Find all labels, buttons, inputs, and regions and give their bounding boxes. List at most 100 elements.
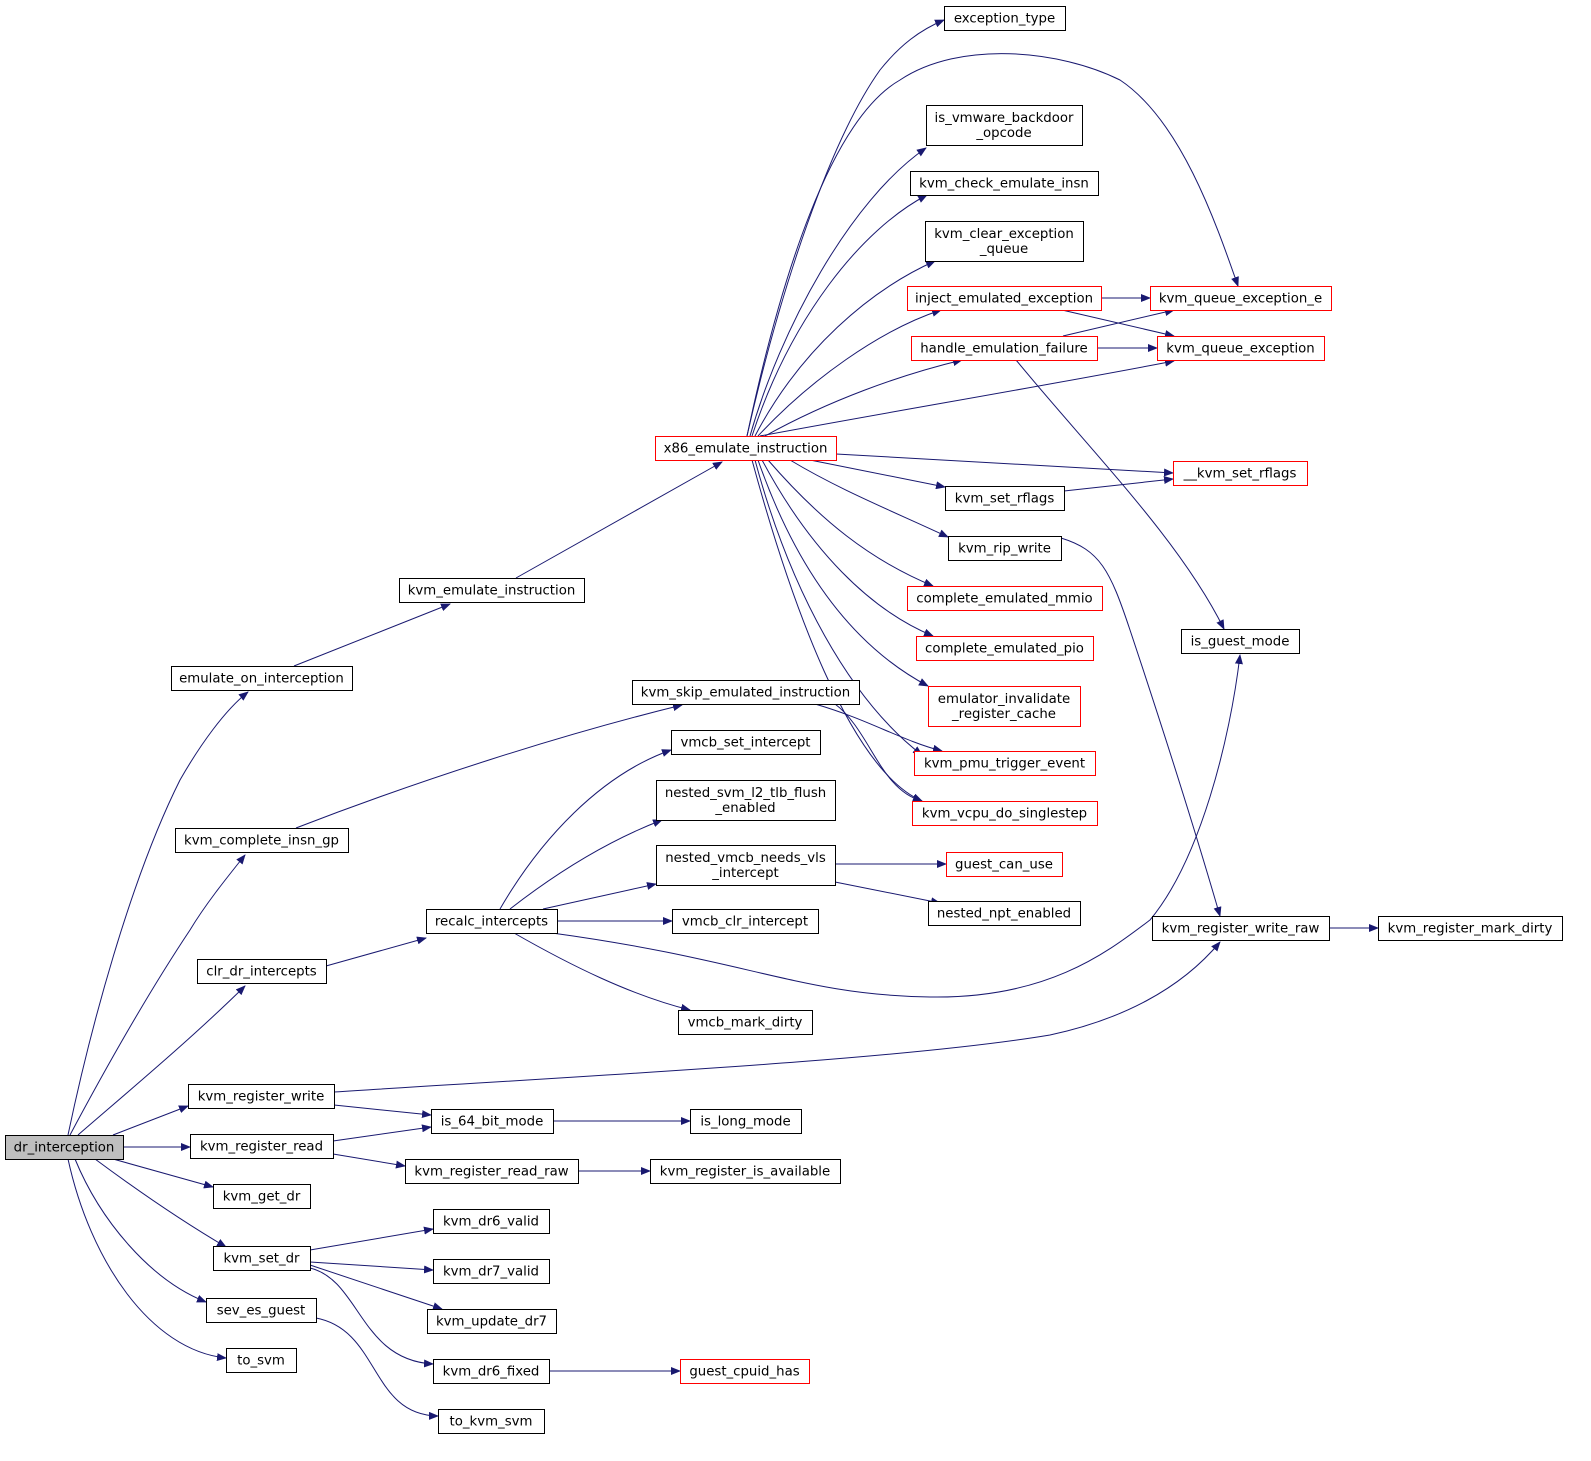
node-kvm_get_dr[interactable]: kvm_get_dr (213, 1184, 311, 1209)
node-box[interactable] (910, 171, 1099, 196)
node-box[interactable] (946, 852, 1063, 877)
node-kvm_dr7_valid[interactable]: kvm_dr7_valid (433, 1259, 550, 1284)
node-box[interactable] (431, 1109, 554, 1134)
node-kvm_register_write_raw[interactable]: kvm_register_write_raw (1152, 916, 1330, 941)
node-box[interactable] (907, 286, 1102, 311)
node-box[interactable] (175, 828, 349, 853)
node-box[interactable] (426, 909, 558, 934)
node-handle_emulation_failure[interactable]: handle_emulation_failure (911, 336, 1098, 361)
node-kvm_check_emulate_insn[interactable]: kvm_check_emulate_insn (910, 171, 1099, 196)
node-box[interactable] (907, 586, 1103, 611)
node-to_svm[interactable]: to_svm (226, 1348, 297, 1373)
node-is_64_bit_mode[interactable]: is_64_bit_mode (431, 1109, 554, 1134)
node-box[interactable] (399, 578, 585, 603)
node-clr_dr_intercepts[interactable]: clr_dr_intercepts (197, 959, 327, 984)
node-box[interactable] (944, 6, 1066, 31)
node-box[interactable] (213, 1246, 311, 1271)
node-kvm_set_rflags[interactable]: kvm_set_rflags (945, 486, 1065, 511)
node-box[interactable] (911, 336, 1098, 361)
node-box[interactable] (5, 1135, 124, 1160)
node-nested_svm_l2_tlb_flush_enabled[interactable]: nested_svm_l2_tlb_flush_enabled (656, 780, 836, 821)
node-kvm_dr6_fixed[interactable]: kvm_dr6_fixed (433, 1359, 550, 1384)
node-box[interactable] (433, 1209, 550, 1234)
node-sev_es_guest[interactable]: sev_es_guest (206, 1298, 317, 1323)
node-box[interactable] (945, 486, 1065, 511)
node-kvm_register_read_raw[interactable]: kvm_register_read_raw (405, 1159, 579, 1184)
node-box[interactable] (433, 1259, 550, 1284)
node-recalc_intercepts[interactable]: recalc_intercepts (426, 909, 558, 934)
node-inject_emulated_exception[interactable]: inject_emulated_exception (907, 286, 1102, 311)
node-is_long_mode[interactable]: is_long_mode (690, 1109, 802, 1134)
node-box[interactable] (188, 1084, 335, 1109)
node-box[interactable] (190, 1134, 334, 1159)
node-kvm_dr6_valid[interactable]: kvm_dr6_valid (433, 1209, 550, 1234)
node-kvm_queue_exception_e[interactable]: kvm_queue_exception_e (1150, 286, 1332, 311)
node-box[interactable] (1378, 916, 1563, 941)
node-kvm_clear_exception_queue[interactable]: kvm_clear_exception_queue (925, 221, 1084, 262)
node-box[interactable] (650, 1159, 841, 1184)
node-box[interactable] (427, 1309, 557, 1334)
node-kvm_skip_emulated_instruction[interactable]: kvm_skip_emulated_instruction (632, 680, 860, 705)
node-kvm_emulate_instruction[interactable]: kvm_emulate_instruction (399, 578, 585, 603)
node-is_vmware_backdoor_opcode[interactable]: is_vmware_backdoor_opcode (926, 105, 1083, 146)
node-box[interactable] (916, 636, 1094, 661)
node-box[interactable] (928, 686, 1081, 727)
node-box[interactable] (925, 221, 1084, 262)
node-box[interactable] (1150, 286, 1332, 311)
node-vmcb_mark_dirty[interactable]: vmcb_mark_dirty (678, 1010, 813, 1035)
node-kvm_update_dr7[interactable]: kvm_update_dr7 (427, 1309, 557, 1334)
node-box[interactable] (213, 1184, 311, 1209)
node-emulator_invalidate_register_cache[interactable]: emulator_invalidate_register_cache (928, 686, 1081, 727)
node-box[interactable] (948, 536, 1062, 561)
node-box[interactable] (632, 680, 860, 705)
node-emulate_on_interception[interactable]: emulate_on_interception (171, 666, 353, 691)
node-box[interactable] (438, 1409, 545, 1434)
node-kvm_queue_exception[interactable]: kvm_queue_exception (1157, 336, 1325, 361)
node-to_kvm_svm[interactable]: to_kvm_svm (438, 1409, 545, 1434)
node-kvm_pmu_trigger_event[interactable]: kvm_pmu_trigger_event (914, 751, 1096, 776)
node-nested_npt_enabled[interactable]: nested_npt_enabled (928, 901, 1081, 926)
node-box[interactable] (656, 845, 836, 886)
node-complete_emulated_mmio[interactable]: complete_emulated_mmio (907, 586, 1103, 611)
node-box[interactable] (926, 105, 1083, 146)
node-kvm_register_is_available[interactable]: kvm_register_is_available (650, 1159, 841, 1184)
node-box[interactable] (1181, 629, 1300, 654)
node-box[interactable] (914, 751, 1096, 776)
node-dr_interception[interactable]: dr_interception (5, 1135, 124, 1160)
node-exception_type[interactable]: exception_type (944, 6, 1066, 31)
node-box[interactable] (1152, 916, 1330, 941)
node-guest_cpuid_has[interactable]: guest_cpuid_has (680, 1359, 810, 1384)
node-x86_emulate_instruction[interactable]: x86_emulate_instruction (655, 436, 837, 461)
node-guest_can_use[interactable]: guest_can_use (946, 852, 1063, 877)
node-kvm_register_mark_dirty[interactable]: kvm_register_mark_dirty (1378, 916, 1563, 941)
node-box[interactable] (655, 436, 837, 461)
node-box[interactable] (928, 901, 1081, 926)
node-kvm_set_dr[interactable]: kvm_set_dr (213, 1246, 311, 1271)
node-__kvm_set_rflags[interactable]: __kvm_set_rflags (1173, 461, 1308, 486)
node-kvm_complete_insn_gp[interactable]: kvm_complete_insn_gp (175, 828, 349, 853)
node-box[interactable] (656, 780, 836, 821)
node-kvm_register_write[interactable]: kvm_register_write (188, 1084, 335, 1109)
node-box[interactable] (671, 730, 821, 755)
node-box[interactable] (433, 1359, 550, 1384)
node-nested_vmcb_needs_vls_intercept[interactable]: nested_vmcb_needs_vls_intercept (656, 845, 836, 886)
node-vmcb_set_intercept[interactable]: vmcb_set_intercept (671, 730, 821, 755)
node-is_guest_mode[interactable]: is_guest_mode (1181, 629, 1300, 654)
node-box[interactable] (226, 1348, 297, 1373)
node-box[interactable] (197, 959, 327, 984)
node-kvm_rip_write[interactable]: kvm_rip_write (948, 536, 1062, 561)
node-vmcb_clr_intercept[interactable]: vmcb_clr_intercept (672, 909, 819, 934)
node-kvm_vcpu_do_singlestep[interactable]: kvm_vcpu_do_singlestep (912, 801, 1098, 826)
node-box[interactable] (678, 1010, 813, 1035)
node-box[interactable] (171, 666, 353, 691)
node-box[interactable] (680, 1359, 810, 1384)
node-box[interactable] (690, 1109, 802, 1134)
node-box[interactable] (405, 1159, 579, 1184)
node-box[interactable] (206, 1298, 317, 1323)
node-kvm_register_read[interactable]: kvm_register_read (190, 1134, 334, 1159)
node-box[interactable] (1173, 461, 1308, 486)
node-box[interactable] (912, 801, 1098, 826)
node-complete_emulated_pio[interactable]: complete_emulated_pio (916, 636, 1094, 661)
node-box[interactable] (1157, 336, 1325, 361)
node-box[interactable] (672, 909, 819, 934)
